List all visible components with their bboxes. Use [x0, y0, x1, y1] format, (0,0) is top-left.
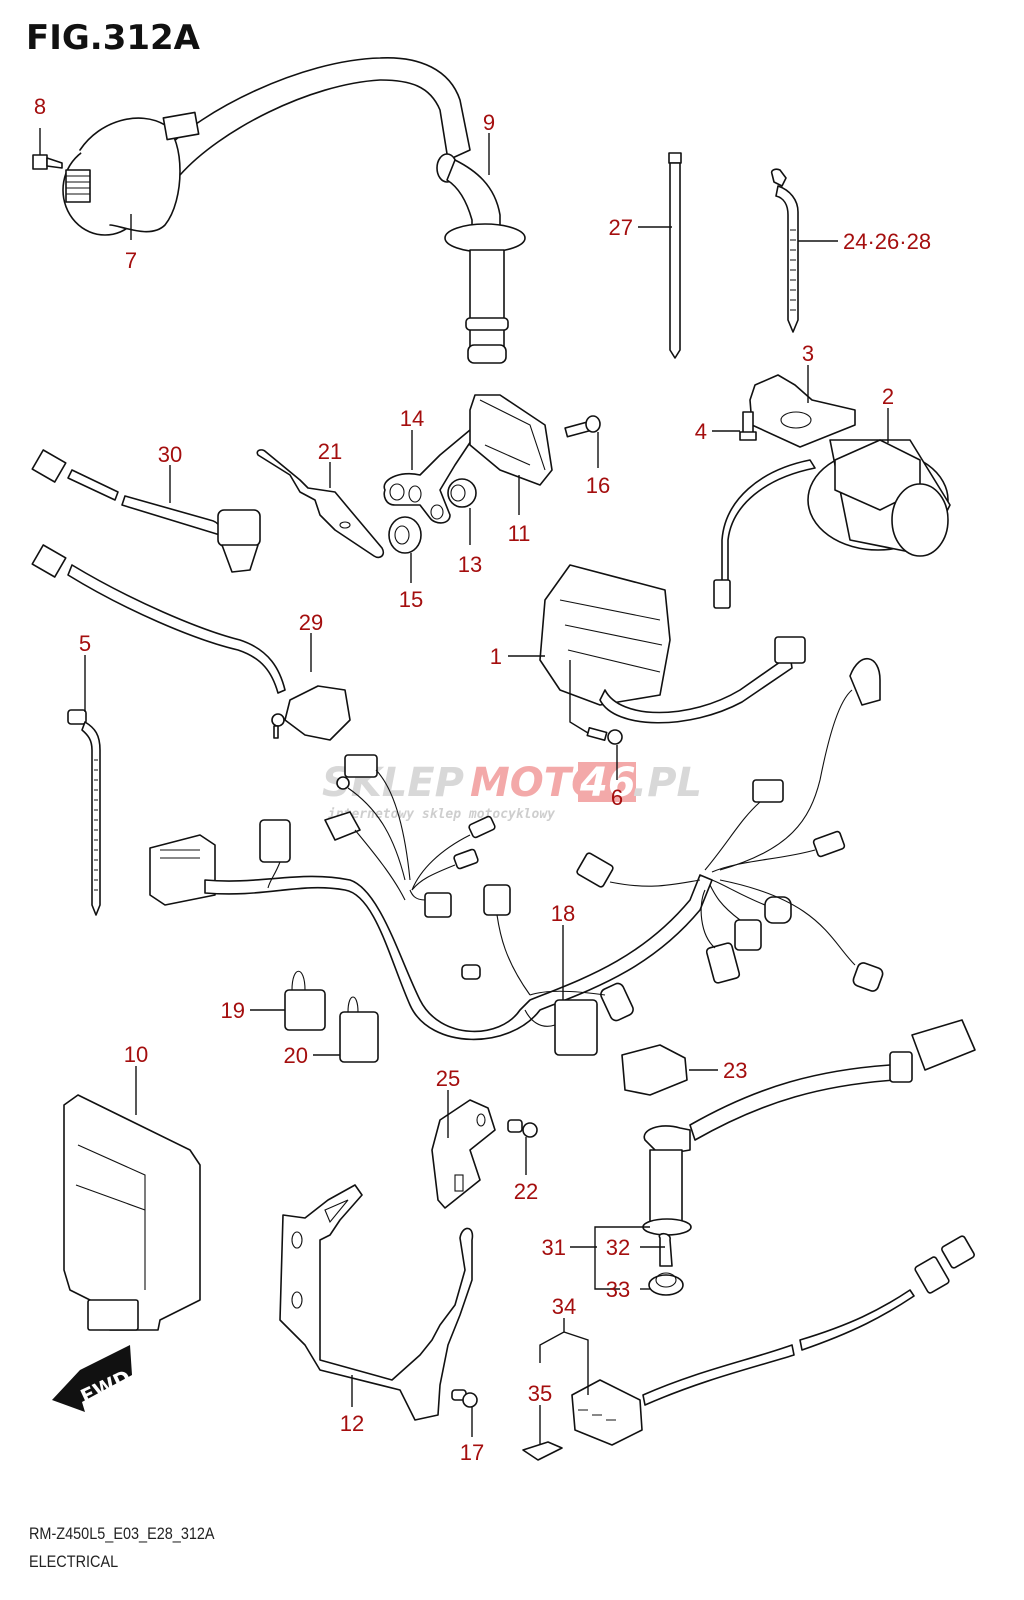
callout-9: 9	[483, 110, 495, 135]
callout-25: 25	[436, 1066, 460, 1091]
relay-11-drawing	[469, 394, 601, 486]
callout-23: 23	[723, 1058, 747, 1083]
watermark-tagline: internetowy sklep motocyklowy	[328, 807, 555, 822]
starter-relay-drawing	[713, 374, 951, 609]
callout-8: 8	[34, 94, 46, 119]
callout-30: 30	[158, 442, 182, 467]
clamp-drawing	[770, 168, 799, 333]
regulator-drawing	[539, 564, 806, 745]
callout-12: 12	[340, 1411, 364, 1436]
callout-1: 1	[490, 644, 502, 669]
callout-6: 6	[611, 785, 623, 810]
callout-34: 34	[552, 1294, 576, 1319]
leader-lines	[39, 128, 889, 1445]
fuse-box-drawing	[522, 1235, 975, 1461]
callout-20: 20	[284, 1043, 308, 1068]
plug-cap-drawing	[436, 153, 526, 364]
callout-21: 21	[318, 439, 342, 464]
callout-7: 7	[125, 248, 137, 273]
bracket-14-drawing	[383, 429, 477, 554]
ignition-coil-drawing	[32, 57, 471, 236]
ecm-drawing	[63, 1094, 201, 1331]
couplers-drawing	[284, 970, 379, 1063]
watermark: SKLEP MOTO 46 .PL internetowy sklep moto…	[322, 760, 702, 822]
callout-17: 17	[460, 1440, 484, 1465]
callout-27: 27	[609, 215, 633, 240]
figure-footer: RM-Z450L5_E03_E28_312A ELECTRICAL	[29, 1520, 215, 1576]
callout-32: 32	[606, 1235, 630, 1260]
arrow-down-left-icon	[52, 1345, 132, 1412]
callout-19: 19	[221, 998, 245, 1023]
wiring-harness-drawing	[149, 657, 884, 1056]
fwd-direction-badge: FWD	[52, 1345, 134, 1412]
cable-tie-27-drawing	[668, 152, 682, 359]
callout-35: 35	[528, 1381, 552, 1406]
lamp-31-drawing	[642, 1019, 976, 1296]
callout-33: 33	[606, 1277, 630, 1302]
callout-2: 2	[882, 384, 894, 409]
callout-14: 14	[400, 406, 424, 431]
callout-31: 31	[542, 1235, 566, 1260]
callout-22: 22	[514, 1179, 538, 1204]
callout-16: 16	[586, 473, 610, 498]
callout-3: 3	[802, 341, 814, 366]
switch-29-drawing	[31, 544, 351, 741]
callout-29: 29	[299, 610, 323, 635]
callout-4: 4	[695, 419, 707, 444]
callout-24-26-28: 24·26·28	[843, 229, 931, 254]
bracket-21-drawing	[256, 449, 385, 559]
figure-section: ELECTRICAL	[29, 1552, 119, 1571]
cap-23-drawing	[621, 1044, 688, 1096]
callout-13: 13	[458, 552, 482, 577]
cable-tie-5-drawing	[67, 709, 101, 916]
callout-labels: 8 7 9 27 24·26·28 3 2 4 30 21 14 15 13 1…	[34, 94, 931, 1465]
watermark-46-box	[578, 762, 636, 802]
figure-code: RM-Z450L5_E03_E28_312A	[29, 1524, 215, 1543]
callout-5: 5	[79, 631, 91, 656]
callout-10: 10	[124, 1042, 148, 1067]
callout-11: 11	[508, 521, 531, 546]
callout-18: 18	[551, 901, 575, 926]
watermark-46: 46	[579, 760, 636, 806]
watermark-pl: .PL	[632, 760, 702, 806]
switch-30-drawing	[31, 449, 261, 573]
ecm-bracket-drawing	[279, 1184, 478, 1421]
callout-15: 15	[399, 587, 423, 612]
figure-title: FIG.312A	[26, 18, 200, 58]
